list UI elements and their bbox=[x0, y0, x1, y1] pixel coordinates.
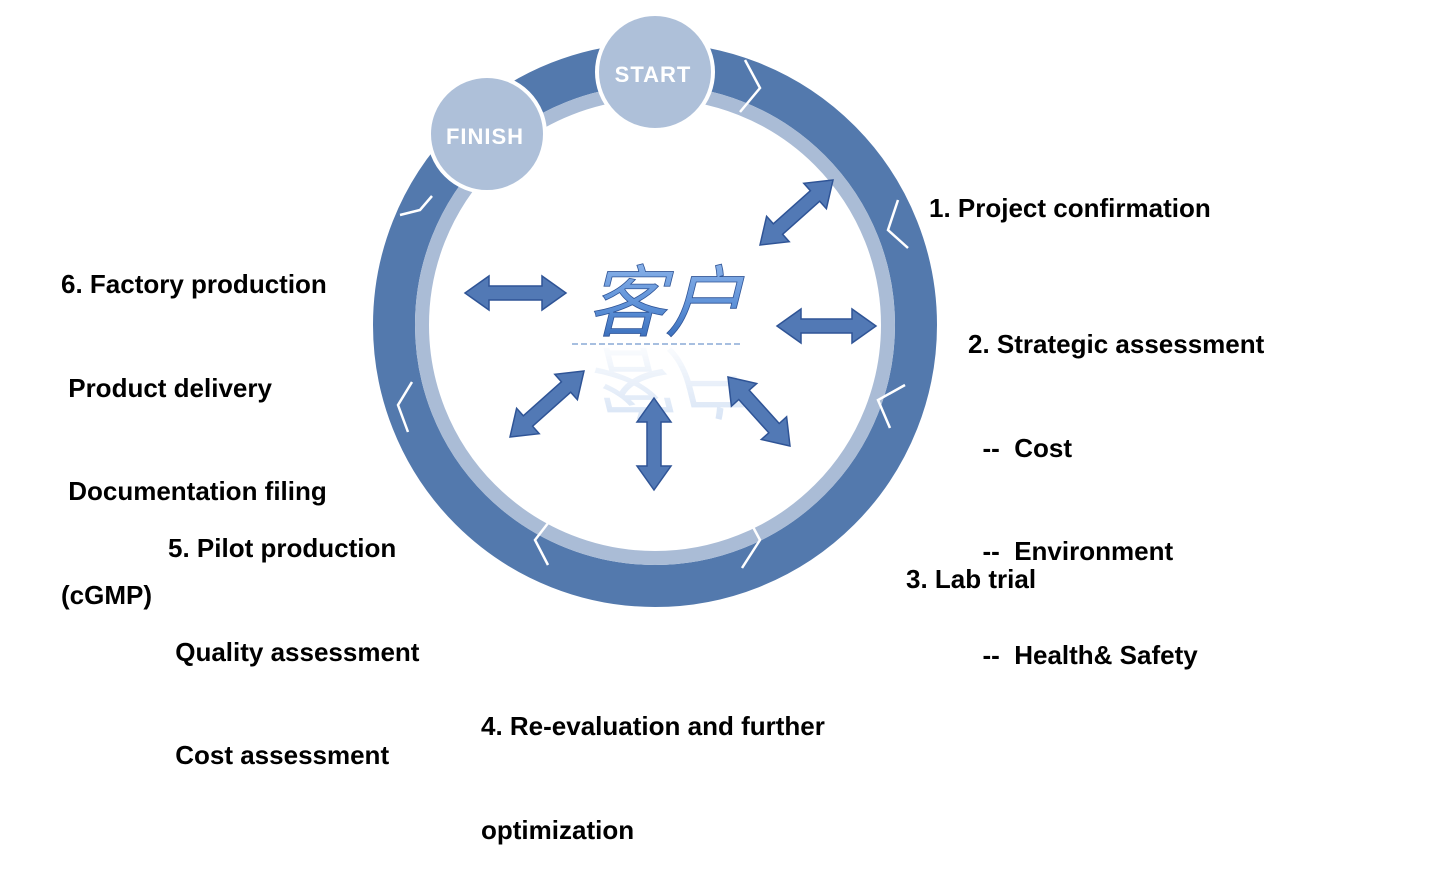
ring-notch bbox=[739, 59, 762, 113]
center-customer: 客户 客户 bbox=[572, 259, 745, 425]
step-5-line: 5. Pilot production bbox=[168, 533, 397, 563]
step-2-line: -- Health& Safety bbox=[968, 639, 1198, 670]
step-3-label: 3. Lab trial bbox=[906, 493, 1036, 631]
step-4-label: 4. Re-evaluation and further optimizatio… bbox=[481, 640, 825, 882]
step-2-line: -- Cost bbox=[968, 432, 1072, 463]
arrows bbox=[463, 179, 878, 492]
start-label: START bbox=[615, 62, 692, 87]
step-6-line: Documentation filing bbox=[61, 476, 327, 506]
step-4-line: 4. Re-evaluation and further bbox=[481, 711, 825, 741]
ring-notch bbox=[886, 199, 909, 249]
center-label: 客户 bbox=[587, 259, 745, 349]
double-arrow-step-2 bbox=[775, 307, 878, 345]
step-5-line: Cost assessment bbox=[168, 740, 390, 770]
step-4-line: optimization bbox=[481, 814, 635, 845]
start-node: START bbox=[595, 12, 715, 132]
step-1-line: 1. Project confirmation bbox=[929, 193, 1211, 223]
step-3-line: 3. Lab trial bbox=[906, 564, 1037, 594]
ring-notch bbox=[740, 511, 762, 569]
ring-notch bbox=[533, 517, 553, 566]
step-6-line: 6. Factory production bbox=[61, 269, 327, 299]
step-6-line: (cGMP) bbox=[61, 579, 152, 610]
step-1-label: 1. Project confirmation bbox=[929, 122, 1211, 260]
center-label-reflection: 客户 bbox=[587, 335, 745, 425]
step-5-line: Quality assessment bbox=[168, 636, 420, 667]
step-6-line: Product delivery bbox=[61, 372, 272, 403]
step-2-line: 2. Strategic assessment bbox=[968, 329, 1265, 359]
cycle-diagram: START FINISH 客户 客户 bbox=[373, 12, 937, 607]
double-arrow-step-1 bbox=[759, 179, 834, 246]
double-arrow-step-5 bbox=[509, 370, 585, 438]
double-arrow-step-6 bbox=[463, 274, 568, 312]
finish-label: FINISH bbox=[446, 124, 524, 149]
ring-notch bbox=[396, 381, 414, 433]
finish-node: FINISH bbox=[427, 74, 547, 194]
step-2-label: 2. Strategic assessment -- Cost -- Envir… bbox=[968, 258, 1264, 707]
ring-notch bbox=[876, 383, 906, 429]
step-2-line: -- Environment bbox=[968, 536, 1174, 566]
step-6-label: 6. Factory production Product delivery D… bbox=[61, 198, 327, 647]
double-arrow-step-4 bbox=[635, 396, 673, 492]
ring-notch bbox=[399, 195, 433, 217]
double-arrow-step-3 bbox=[727, 376, 791, 447]
